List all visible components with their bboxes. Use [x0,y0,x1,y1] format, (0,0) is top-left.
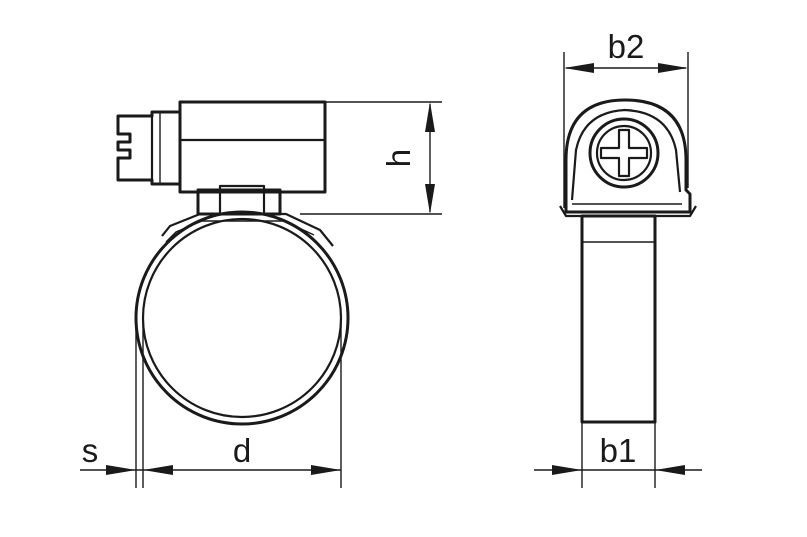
housing-saddle-inner [218,184,266,216]
screw-head-inner [595,124,653,182]
screw-head-outer [588,117,660,189]
housing-profile [564,98,692,214]
d-arrow-right [311,465,341,475]
side-view: b2 b1 [534,28,702,488]
b1-arrow-right [655,465,685,475]
b2-arrow-right [658,63,688,73]
h-arrow-bottom [425,184,435,214]
housing-saddle [196,188,282,216]
d-arrow-left [143,465,173,475]
s-arrow [106,465,136,475]
band-strip [580,214,657,424]
front-view: h s d [80,100,442,488]
phillips-cross-icon [599,128,649,178]
screw-housing [178,100,327,194]
d-label: d [233,432,251,469]
band-outer-circle [134,210,350,426]
s-label: s [82,432,99,469]
b2-arrow-left [564,63,594,73]
band-upper-strap-inner [165,220,315,243]
screw-head-side [116,110,182,186]
h-label: h [380,149,417,167]
housing-profile-inner [570,108,682,201]
band-inner-circle [141,217,343,419]
b2-label: b2 [608,28,645,65]
b1-label: b1 [600,432,637,469]
b1-arrow-left [552,465,582,475]
h-arrow-top [425,102,435,132]
housing-foot [559,205,697,218]
